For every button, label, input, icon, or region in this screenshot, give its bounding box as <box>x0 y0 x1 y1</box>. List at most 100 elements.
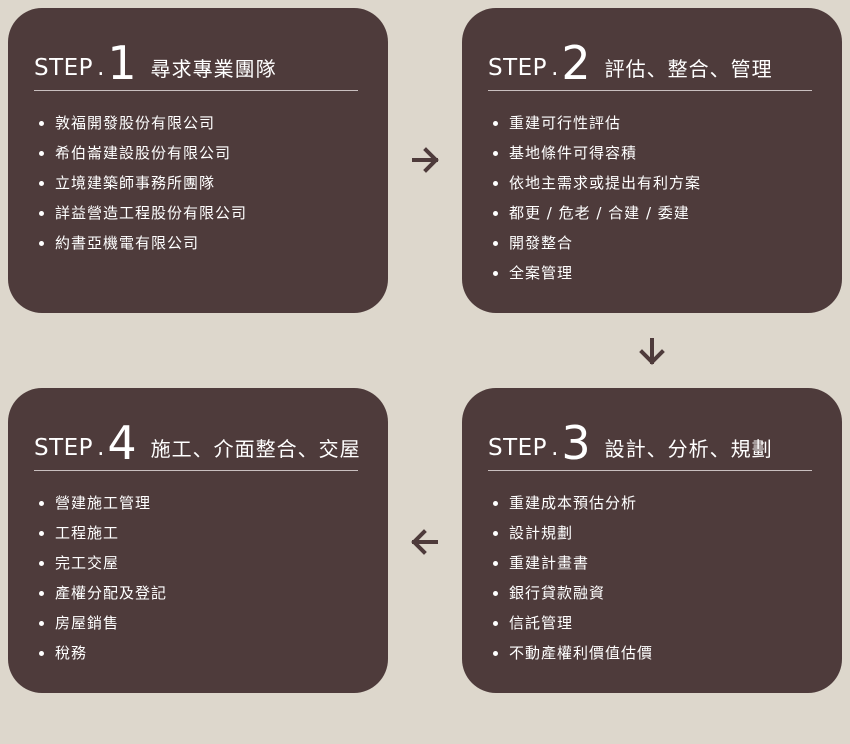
list-item: 銀行貸款融資 <box>492 578 653 608</box>
list-item-text: 詳益營造工程股份有限公司 <box>55 204 248 222</box>
list-item: 重建可行性評估 <box>492 108 701 138</box>
divider <box>488 90 812 91</box>
bullet-icon <box>39 620 44 626</box>
list-item-text: 希伯崙建設股份有限公司 <box>55 144 232 162</box>
list-item: 產權分配及登記 <box>38 578 167 608</box>
step-2-list: 重建可行性評估 基地條件可得容積 依地主需求或提出有利方案 都更 / 危老 / … <box>492 108 701 288</box>
list-item: 完工交屋 <box>38 548 167 578</box>
step-dot: . <box>97 55 105 81</box>
step-number: 4 <box>107 416 137 470</box>
bullet-icon <box>493 120 498 126</box>
list-item-text: 重建計畫書 <box>509 554 590 572</box>
step-dot: . <box>97 435 105 461</box>
bullet-icon <box>493 650 498 656</box>
list-item-text: 銀行貸款融資 <box>509 584 606 602</box>
bullet-icon <box>493 150 498 156</box>
step-4-header: STEP . 4 施工、介面整合、交屋 <box>34 416 361 470</box>
step-label: STEP <box>488 55 548 81</box>
list-item: 稅務 <box>38 638 167 668</box>
list-item: 不動產權利價值估價 <box>492 638 653 668</box>
bullet-icon <box>493 560 498 566</box>
list-item-text: 敦福開發股份有限公司 <box>55 114 216 132</box>
bullet-icon <box>39 560 44 566</box>
list-item-text: 重建可行性評估 <box>509 114 622 132</box>
list-item-text: 信託管理 <box>509 614 574 632</box>
list-item: 立境建築師事務所團隊 <box>38 168 247 198</box>
step-dot: . <box>551 55 559 81</box>
bullet-icon <box>493 240 498 246</box>
list-item-text: 房屋銷售 <box>55 614 120 632</box>
list-item-text: 約書亞機電有限公司 <box>55 234 200 252</box>
divider <box>34 470 358 471</box>
divider <box>34 90 358 91</box>
bullet-icon <box>39 500 44 506</box>
list-item: 約書亞機電有限公司 <box>38 228 247 258</box>
bullet-icon <box>493 270 498 276</box>
list-item-text: 工程施工 <box>55 524 120 542</box>
arrow-down-icon <box>639 338 665 365</box>
list-item: 全案管理 <box>492 258 701 288</box>
list-item: 依地主需求或提出有利方案 <box>492 168 701 198</box>
step-title: 設計、分析、規劃 <box>604 437 773 461</box>
list-item-text: 立境建築師事務所團隊 <box>55 174 216 192</box>
bullet-icon <box>493 500 498 506</box>
bullet-icon <box>39 650 44 656</box>
list-item: 都更 / 危老 / 合建 / 委建 <box>492 198 701 228</box>
step-1-card: STEP . 1 尋求專業團隊 敦福開發股份有限公司 希伯崙建設股份有限公司 立… <box>8 8 388 313</box>
list-item-text: 基地條件可得容積 <box>509 144 638 162</box>
step-1-list: 敦福開發股份有限公司 希伯崙建設股份有限公司 立境建築師事務所團隊 詳益營造工程… <box>38 108 247 258</box>
list-item-text: 不動產權利價值估價 <box>509 644 654 662</box>
list-item: 希伯崙建設股份有限公司 <box>38 138 247 168</box>
bullet-icon <box>493 530 498 536</box>
step-4-list: 營建施工管理 工程施工 完工交屋 產權分配及登記 房屋銷售 稅務 <box>38 488 167 668</box>
list-item-text: 重建成本預估分析 <box>509 494 638 512</box>
list-item: 基地條件可得容積 <box>492 138 701 168</box>
bullet-icon <box>39 590 44 596</box>
step-number: 2 <box>561 36 591 90</box>
divider <box>488 470 812 471</box>
step-label: STEP <box>34 435 94 461</box>
list-item-text: 產權分配及登記 <box>55 584 168 602</box>
step-title: 評估、整合、管理 <box>604 57 773 81</box>
list-item: 房屋銷售 <box>38 608 167 638</box>
bullet-icon <box>39 530 44 536</box>
step-dot: . <box>551 435 559 461</box>
step-1-header: STEP . 1 尋求專業團隊 <box>34 36 277 90</box>
step-label: STEP <box>488 435 548 461</box>
step-label: STEP <box>34 55 94 81</box>
step-3-card: STEP . 3 設計、分析、規劃 重建成本預估分析 設計規劃 重建計畫書 銀行… <box>462 388 842 693</box>
list-item: 工程施工 <box>38 518 167 548</box>
bullet-icon <box>39 150 44 156</box>
step-3-header: STEP . 3 設計、分析、規劃 <box>488 416 773 470</box>
list-item: 營建施工管理 <box>38 488 167 518</box>
bullet-icon <box>493 590 498 596</box>
list-item-text: 都更 / 危老 / 合建 / 委建 <box>509 204 690 222</box>
arrow-left-icon <box>411 529 438 555</box>
list-item-text: 稅務 <box>55 644 88 662</box>
list-item-text: 營建施工管理 <box>55 494 152 512</box>
step-3-list: 重建成本預估分析 設計規劃 重建計畫書 銀行貸款融資 信託管理 不動產權利價值估… <box>492 488 653 668</box>
step-title: 尋求專業團隊 <box>150 57 277 81</box>
arrow-right-icon <box>412 147 439 173</box>
bullet-icon <box>39 240 44 246</box>
step-2-header: STEP . 2 評估、整合、管理 <box>488 36 773 90</box>
list-item-text: 依地主需求或提出有利方案 <box>509 174 702 192</box>
list-item: 設計規劃 <box>492 518 653 548</box>
list-item-text: 完工交屋 <box>55 554 120 572</box>
step-number: 1 <box>107 36 137 90</box>
list-item: 開發整合 <box>492 228 701 258</box>
list-item: 敦福開發股份有限公司 <box>38 108 247 138</box>
list-item-text: 全案管理 <box>509 264 574 282</box>
list-item: 重建計畫書 <box>492 548 653 578</box>
list-item-text: 設計規劃 <box>509 524 574 542</box>
list-item: 詳益營造工程股份有限公司 <box>38 198 247 228</box>
list-item: 信託管理 <box>492 608 653 638</box>
bullet-icon <box>39 210 44 216</box>
bullet-icon <box>493 180 498 186</box>
bullet-icon <box>39 180 44 186</box>
step-number: 3 <box>561 416 591 470</box>
step-title: 施工、介面整合、交屋 <box>150 437 361 461</box>
bullet-icon <box>39 120 44 126</box>
list-item-text: 開發整合 <box>509 234 574 252</box>
step-4-card: STEP . 4 施工、介面整合、交屋 營建施工管理 工程施工 完工交屋 產權分… <box>8 388 388 693</box>
